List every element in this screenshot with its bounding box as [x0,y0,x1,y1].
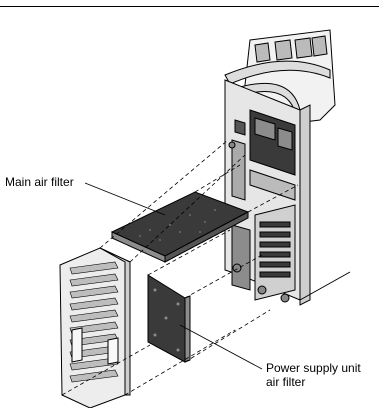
main-air-filter [110,191,250,263]
server-chassis [224,29,351,306]
power-supply-air-filter [147,274,191,363]
psu-air-filter-label-line2: air filter [266,375,306,389]
top-rule [0,6,379,7]
leader-lines [84,182,263,370]
alignment-lines [61,139,299,396]
psu-air-filter-label-line1: Power supply unit [266,361,361,375]
front-bezel [59,247,131,408]
main-air-filter-label: Main air filter [5,175,74,189]
